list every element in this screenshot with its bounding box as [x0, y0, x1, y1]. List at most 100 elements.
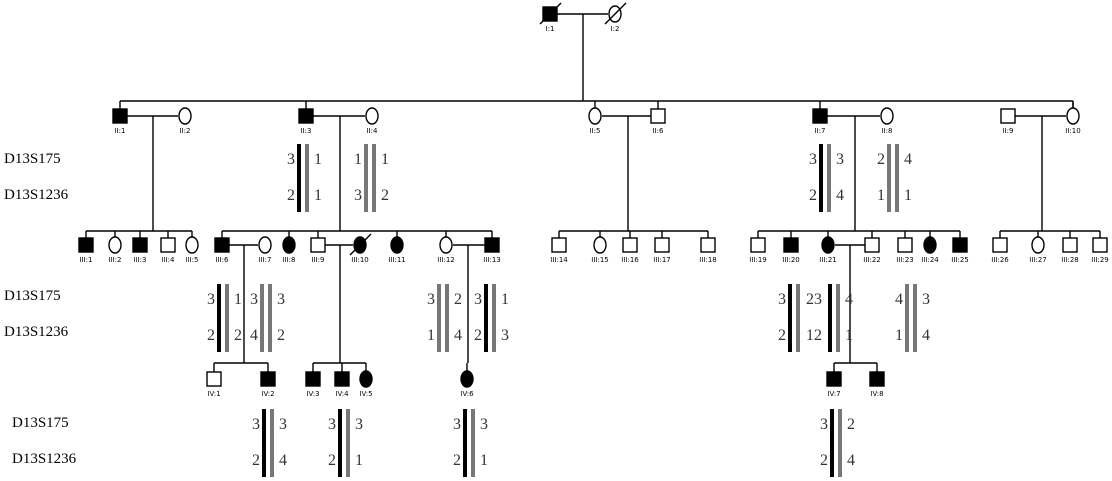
individual-ii-9-label: II:9 [1003, 127, 1014, 135]
allele-left: 1 [895, 327, 903, 344]
individual-iii-22-square [864, 237, 880, 253]
allele-left: 3 [427, 291, 435, 308]
allele-right: 12 [806, 327, 822, 344]
individual-ii-7-label: II:7 [815, 127, 826, 135]
individual-iv-4-square [334, 371, 350, 387]
allele-left: 1 [427, 327, 435, 344]
individual-iv-8-square [869, 371, 885, 387]
individual-ii-6-square [650, 108, 666, 124]
individual-iv-7-square [826, 371, 842, 387]
haplotype-bar-right [372, 144, 376, 212]
allele-left: 3 [453, 416, 461, 433]
allele-left: 3 [474, 291, 482, 308]
individual-iii-1-label: III:1 [79, 256, 92, 264]
individual-iii-8-label: III:8 [282, 256, 295, 264]
individual-ii-7-square [812, 108, 828, 124]
haplotype-bar-left [463, 409, 467, 477]
individual-iii-11-circle [390, 236, 404, 254]
individual-iii-8-circle [282, 236, 296, 254]
individual-iv-4-label: IV:4 [335, 390, 349, 398]
allele-left: 2 [287, 187, 295, 204]
individual-iii-7-circle [258, 236, 272, 254]
individual-iii-11-label: III:11 [388, 256, 405, 264]
individual-ii-10-label: II:10 [1065, 127, 1080, 135]
haplotype-bar-left [297, 144, 301, 212]
individual-ii-1-square [112, 108, 128, 124]
haplotype-bar-right [270, 409, 274, 477]
individual-iii-2-circle [108, 236, 122, 254]
individual-iii-19-square [750, 237, 766, 253]
individual-iii-6-label: III:6 [215, 256, 229, 264]
allele-left: 3 [328, 416, 336, 433]
allele-left: 3 [250, 291, 258, 308]
individual-ii-4-label: II:4 [367, 127, 378, 135]
haplotype-bar-left [338, 409, 342, 477]
individual-ii-4-circle [365, 107, 379, 125]
individual-ii-2-circle [178, 107, 192, 125]
haplotype-bar-left [484, 284, 488, 352]
individual-iii-5-label: III:5 [185, 256, 198, 264]
allele-right: 1 [381, 151, 389, 168]
individual-iii-20-square [783, 237, 799, 253]
individual-iv-1-label: IV:1 [207, 390, 220, 398]
allele-left: 2 [474, 327, 482, 344]
allele-right: 23 [806, 291, 822, 308]
individual-ii-5-circle [588, 107, 602, 125]
individual-iii-22-label: III:22 [863, 256, 880, 264]
haplotype-bar-right [305, 144, 309, 212]
individual-iii-14-label: III:14 [550, 256, 568, 264]
individual-i-1-deceased-slash [539, 2, 562, 25]
allele-right: 4 [454, 327, 462, 344]
haplotype-bar-left [788, 284, 792, 352]
individual-ii-3-square [298, 108, 314, 124]
individual-iii-3-square [132, 237, 148, 253]
haplotype-bar-right [346, 409, 350, 477]
individual-iii-10-label: III:10 [351, 256, 368, 264]
individual-iii-13-label: III:13 [483, 256, 500, 264]
individual-iii-23-label: III:23 [896, 256, 913, 264]
individual-iv-8-label: IV:8 [870, 390, 883, 398]
individual-iii-28-label: III:28 [1061, 256, 1078, 264]
allele-left: 2 [809, 187, 817, 204]
individual-iii-6-square [214, 237, 230, 253]
allele-right: 4 [847, 452, 855, 469]
allele-right: 1 [501, 291, 509, 308]
haplotype-bar-right [913, 284, 917, 352]
allele-right: 1 [314, 151, 322, 168]
allele-right: 2 [381, 187, 389, 204]
haplotype-bar-left [819, 144, 823, 212]
allele-left: 3 [809, 151, 817, 168]
marker-label-d13s175: D13S175 [4, 151, 61, 167]
allele-right: 2 [454, 291, 462, 308]
individual-iii-12-circle [439, 236, 453, 254]
individual-iv-3-label: IV:3 [306, 390, 319, 398]
haplotype-bar-left [364, 144, 368, 212]
individual-ii-8-label: II:8 [882, 127, 893, 135]
haplotype-bar-right [268, 284, 272, 352]
allele-left: 2 [328, 452, 336, 469]
individual-iii-15-circle [593, 236, 607, 254]
marker-label-d13s1236: D13S1236 [12, 451, 77, 467]
individual-iii-16-label: III:16 [621, 256, 639, 264]
individual-iii-9-square [310, 237, 326, 253]
haplotype-bar-right [471, 409, 475, 477]
individual-iv-1-square [206, 371, 222, 387]
individual-iii-4-label: III:4 [161, 256, 175, 264]
allele-right: 3 [836, 151, 844, 168]
allele-left: 3 [778, 291, 786, 308]
marker-label-d13s175: D13S175 [4, 288, 61, 304]
allele-left: 4 [895, 291, 903, 308]
individual-iii-12-label: III:12 [437, 256, 454, 264]
allele-left: 2 [820, 452, 828, 469]
haplotype-bar-right [225, 284, 229, 352]
individual-iii-25-square [952, 237, 968, 253]
allele-left: 2 [453, 452, 461, 469]
allele-left: 3 [820, 416, 828, 433]
individual-iii-26-label: III:26 [991, 256, 1009, 264]
allele-right: 2 [277, 327, 285, 344]
haplotype-bar-right [492, 284, 496, 352]
individual-iii-5-circle [185, 236, 199, 254]
haplotype-bar-left [905, 284, 909, 352]
individual-iii-23-square [897, 237, 913, 253]
allele-left: 1 [877, 187, 885, 204]
